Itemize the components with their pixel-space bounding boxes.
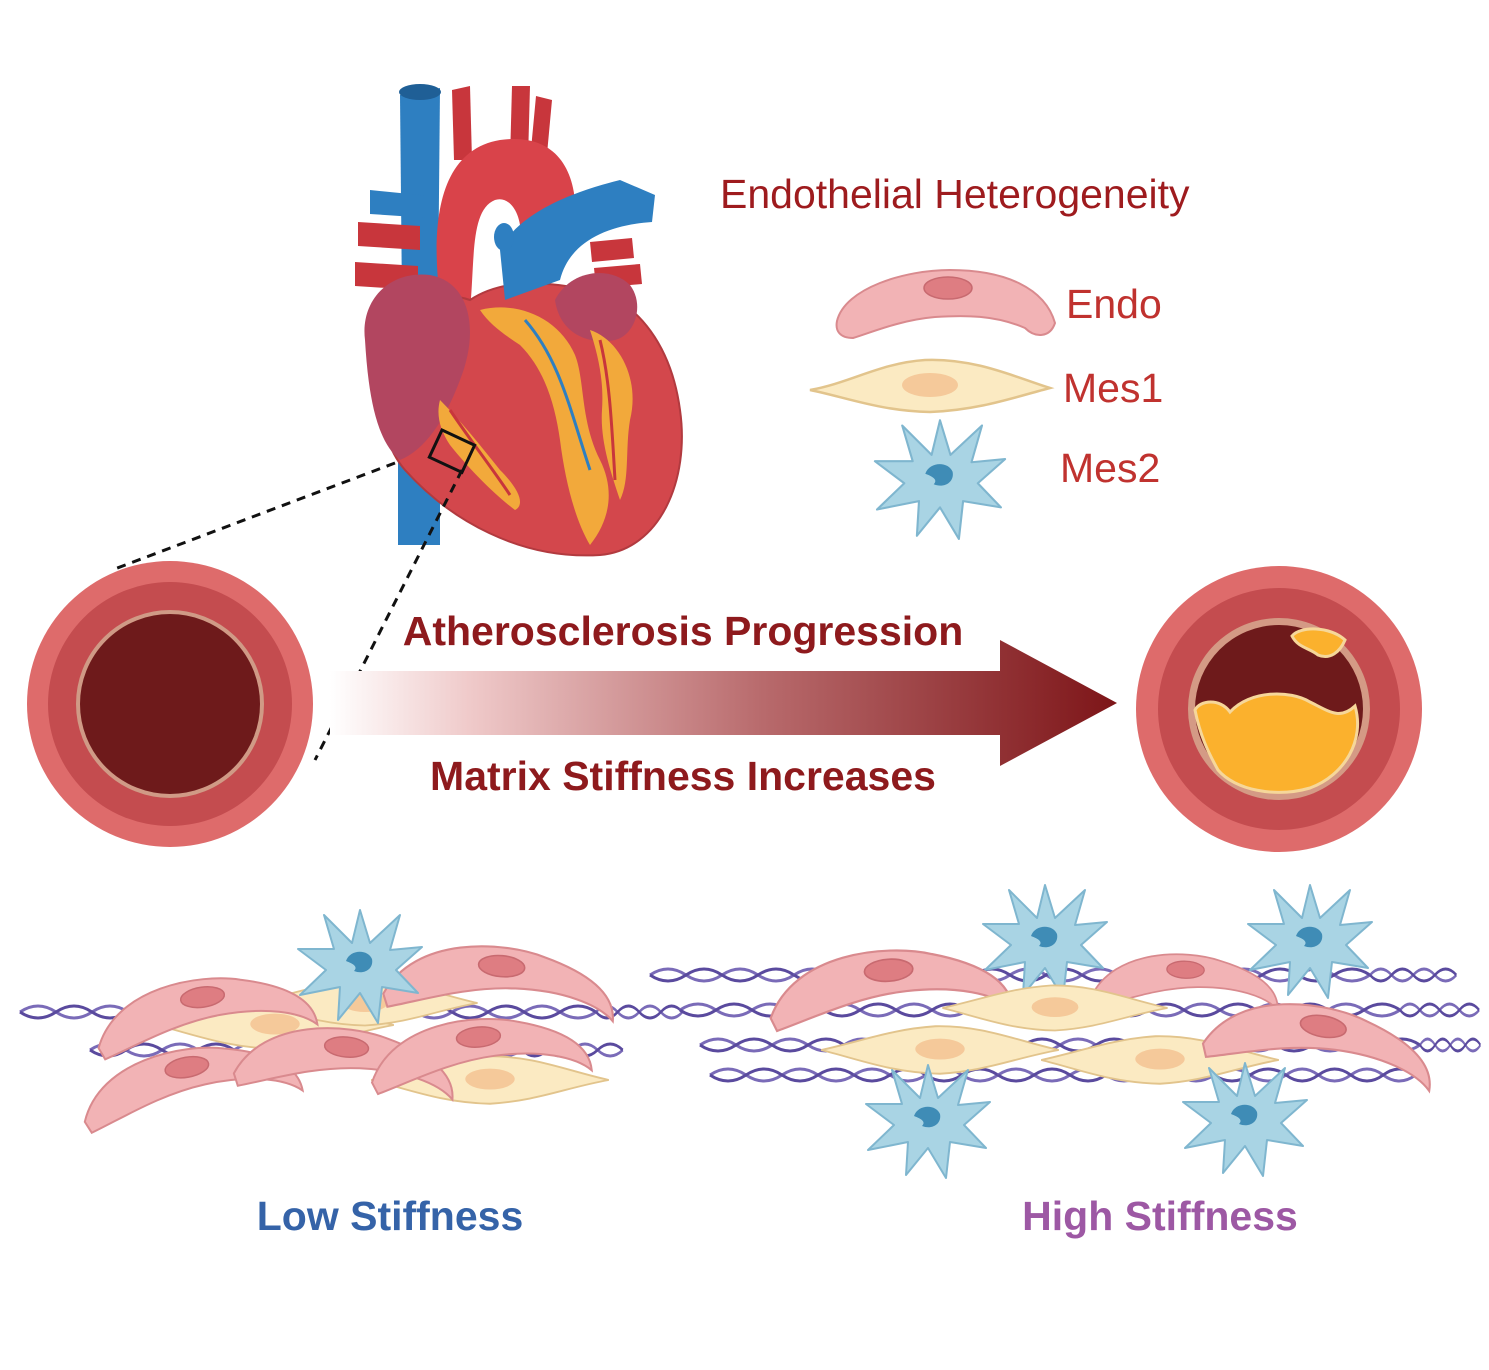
stiffness-label: Matrix Stiffness Increases [430,753,936,799]
high-stiffness-label: High Stiffness [1022,1193,1298,1239]
healthy-vessel [27,561,313,847]
legend-label-mes2: Mes2 [1060,445,1160,491]
mes2-cell [982,884,1108,999]
progression-arrow [330,640,1117,766]
mes2-cell [865,1064,991,1179]
mes1-cell-icon [809,358,1055,414]
low-stiffness-label: Low Stiffness [257,1193,524,1239]
legend-mes1: Mes1 [809,358,1163,414]
endo-cell-icon [835,268,1057,340]
legend-label-endo: Endo [1066,281,1162,327]
high-stiffness-matrix [648,884,1482,1179]
heterogeneity-title: Endothelial Heterogeneity [720,171,1190,217]
zoom-lines [111,461,464,761]
low-stiffness-matrix [18,909,684,1135]
progression-label: Atherosclerosis Progression [403,608,964,654]
plaque [1193,692,1360,794]
mes2-cell-icon [873,419,1007,540]
mes1-cell [820,1025,1060,1075]
diseased-vessel [1136,566,1422,852]
legend-label-mes1: Mes1 [1063,365,1163,411]
heart-illustration [355,84,683,557]
legend-mes2: Mes2 [873,419,1160,540]
plaque-cap [1290,627,1347,658]
legend-endo: Endo [835,268,1162,340]
